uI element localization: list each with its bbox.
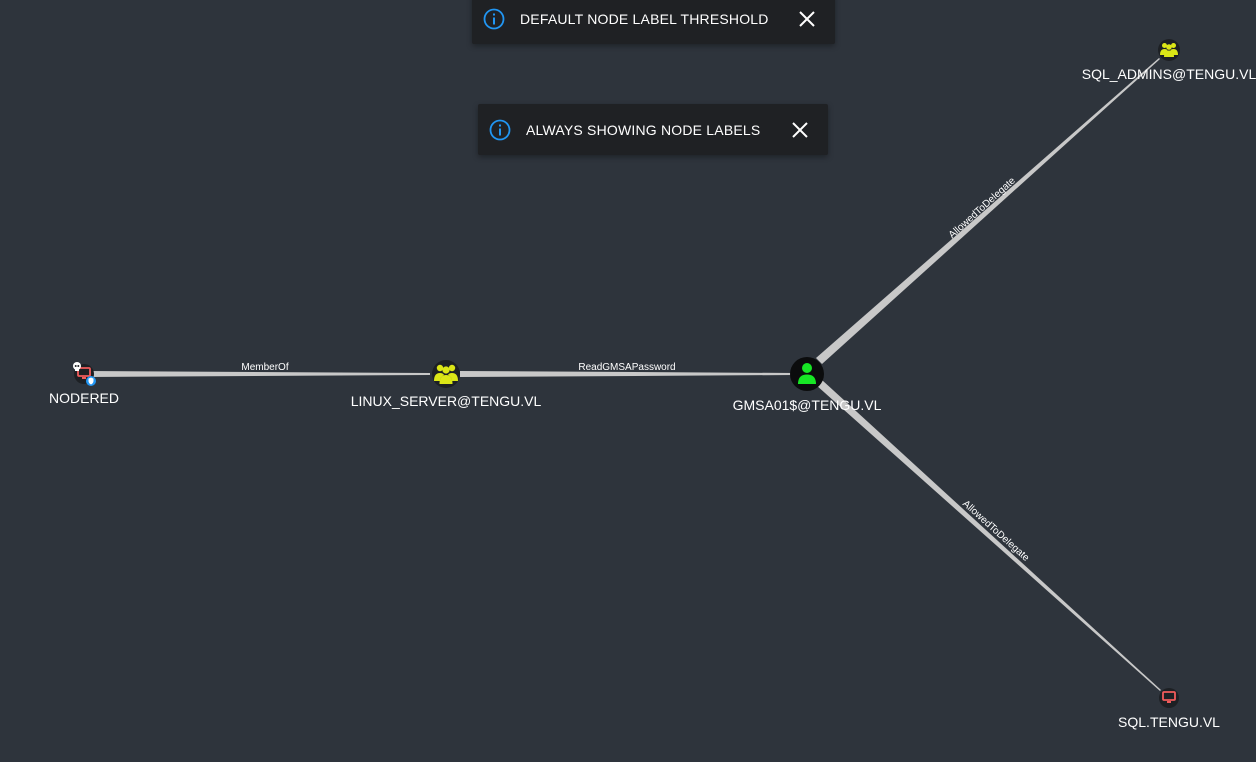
close-icon[interactable] bbox=[795, 7, 819, 31]
node-label-nodered[interactable]: NODERED bbox=[48, 390, 120, 406]
node-circle bbox=[790, 357, 824, 391]
close-icon[interactable] bbox=[788, 118, 812, 142]
edge-label-memberof: MemberOf bbox=[241, 362, 288, 373]
edge-label-allowedtodelegate-sql: AllowedToDelegate bbox=[960, 498, 1031, 564]
user-icon bbox=[798, 363, 816, 384]
edge-allowedtodelegate-admins[interactable]: AllowedToDelegate bbox=[816, 58, 1160, 364]
group-icon bbox=[1160, 43, 1178, 57]
node-label-gmsa01[interactable]: GMSA01$@TENGU.VL bbox=[732, 397, 882, 413]
computer-icon bbox=[77, 367, 91, 379]
toast-message: ALWAYS SHOWING NODE LABELS bbox=[526, 121, 761, 138]
node-label-sql-tengu[interactable]: SQL.TENGU.VL bbox=[1118, 714, 1220, 730]
shield-icon bbox=[86, 376, 96, 386]
edge-memberof[interactable]: MemberOf bbox=[88, 362, 430, 377]
node-sql-tengu[interactable] bbox=[1159, 688, 1179, 708]
node-circle bbox=[1158, 39, 1180, 61]
node-nodered[interactable] bbox=[73, 362, 96, 386]
node-gmsa01[interactable] bbox=[790, 357, 824, 391]
info-icon bbox=[483, 8, 505, 30]
node-linux-server[interactable] bbox=[432, 360, 460, 388]
toast-message: DEFAULT NODE LABEL THRESHOLD bbox=[520, 11, 769, 27]
node-circle bbox=[1159, 688, 1179, 708]
group-icon bbox=[434, 364, 458, 384]
skull-icon bbox=[73, 362, 81, 371]
node-sql-admins[interactable] bbox=[1158, 39, 1180, 61]
computer-icon bbox=[1162, 691, 1176, 703]
toast-always-showing-node-labels: ALWAYS SHOWING NODE LABELS bbox=[478, 104, 828, 155]
toast-default-node-label-threshold: DEFAULT NODE LABEL THRESHOLD bbox=[472, 0, 835, 44]
edge-label-readgmsapassword: ReadGMSAPassword bbox=[578, 362, 675, 373]
edge-label-allowedtodelegate-admins: AllowedToDelegate bbox=[947, 175, 1018, 241]
info-icon bbox=[489, 119, 511, 140]
edge-allowedtodelegate-sql[interactable]: AllowedToDelegate bbox=[816, 380, 1161, 691]
node-label-linux-server[interactable]: LINUX_SERVER@TENGU.VL bbox=[350, 393, 542, 409]
node-label-sql-admins[interactable]: SQL_ADMINS@TENGU.VL bbox=[1081, 66, 1256, 82]
edge-readgmsapassword[interactable]: ReadGMSAPassword bbox=[460, 362, 794, 377]
